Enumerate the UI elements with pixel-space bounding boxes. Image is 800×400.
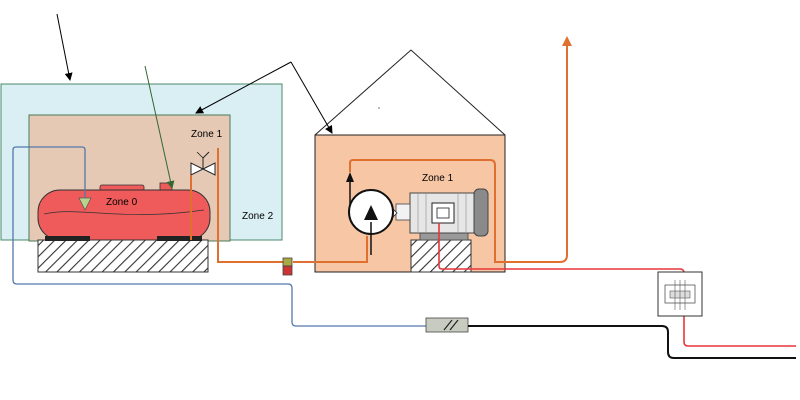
zone2-label: Zone 2	[242, 211, 274, 222]
process-pipe	[190, 38, 567, 263]
pointer-zone1-right	[290, 61, 333, 134]
pointer-zone2	[56, 13, 73, 81]
pump-icon	[346, 172, 394, 255]
zone1-left-label: Zone 1	[191, 129, 223, 140]
tank-foundation	[37, 239, 209, 273]
cable-seal-fitting	[425, 317, 469, 333]
signal-cable	[468, 325, 796, 359]
storage-tank	[37, 182, 211, 241]
building-roof	[314, 49, 506, 136]
instrument-line	[12, 146, 426, 327]
pointer-zone1-left	[195, 61, 292, 114]
relief-valve-icon	[190, 151, 216, 176]
power-cable	[438, 223, 796, 347]
pointer-zone0-green	[144, 65, 175, 189]
junction-box	[657, 271, 703, 317]
zone0-label: Zone 0	[106, 197, 138, 208]
motor-foundation	[410, 239, 472, 273]
electric-motor	[384, 188, 489, 241]
zone1-right-label: Zone 1	[422, 173, 454, 184]
inline-valve-icon	[282, 257, 293, 276]
